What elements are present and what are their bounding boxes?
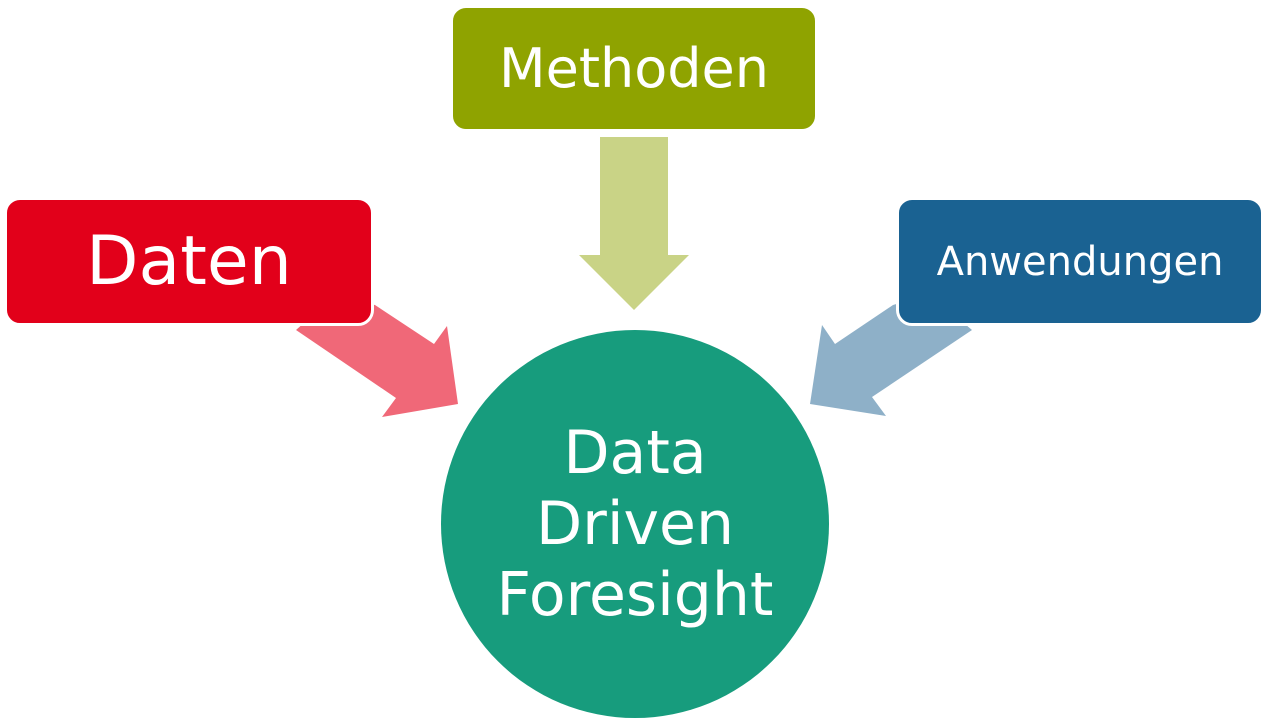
center-label-line-1: Data [563,417,707,488]
center-label: Data Driven Foresight [497,418,774,631]
data-driven-foresight-circle: Data Driven Foresight [441,330,829,718]
methoden-box: Methoden [450,5,818,132]
daten-box: Daten [4,197,374,326]
methoden-label: Methoden [499,37,769,100]
anwendungen-box: Anwendungen [896,197,1264,326]
center-label-line-2: Driven [535,488,734,559]
daten-label: Daten [86,222,292,301]
arrow-daten-to-center [296,296,458,417]
anwendungen-label: Anwendungen [936,238,1224,285]
center-label-line-3: Foresight [496,559,774,630]
arrow-methoden-to-center [579,137,689,310]
